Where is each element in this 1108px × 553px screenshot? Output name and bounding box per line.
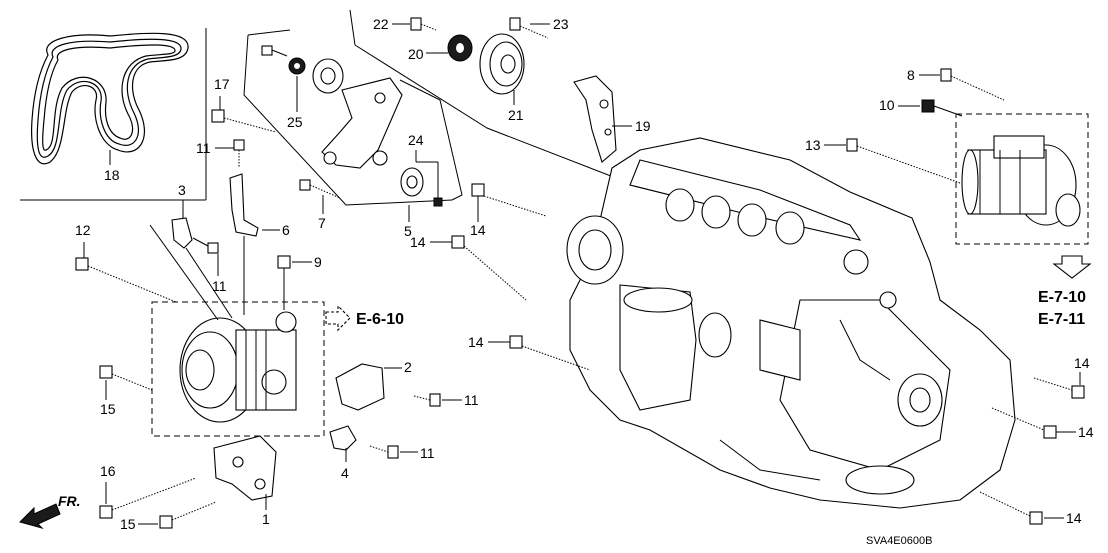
tensioner-damper-24: [400, 167, 443, 207]
bracket-6: [229, 173, 259, 237]
nut-9: [277, 255, 291, 269]
idler-pulley-25: [312, 58, 344, 94]
callout-16: 16: [100, 463, 116, 479]
callout-4: 4: [341, 465, 349, 481]
ref-e-7-10: E-7-10: [1038, 289, 1086, 306]
ref-e-6-10: E-6-10: [356, 311, 404, 328]
bracket-2: [335, 363, 385, 411]
callout-14b: 14: [410, 234, 426, 250]
callout-11a: 11: [196, 140, 211, 156]
callout-15a: 15: [100, 401, 116, 417]
starter-motor: [961, 135, 1081, 227]
callout-14e: 14: [1078, 424, 1094, 440]
callout-23: 23: [553, 16, 569, 32]
callout-14a: 14: [470, 222, 486, 238]
nut-10: [921, 99, 935, 113]
bolt-11-bracket-2: [413, 393, 441, 407]
callout-1: 1: [262, 511, 270, 527]
callout-25: 25: [287, 114, 303, 130]
callout-14f: 14: [1066, 510, 1082, 526]
callout-7: 7: [318, 215, 326, 231]
drive-belt-panel: 18: [20, 28, 207, 201]
callout-10: 10: [879, 97, 895, 113]
callout-5: 5: [404, 223, 412, 239]
callout-14d: 14: [1074, 355, 1090, 371]
front-direction-label: FR.: [58, 493, 81, 509]
callout-9: 9: [314, 254, 322, 270]
bolt-11-bracket-3: [207, 242, 219, 254]
bolt-15b: [159, 501, 217, 529]
callout-11b: 11: [212, 278, 227, 294]
bolt-16: [99, 477, 197, 519]
pulley-cover-20: [447, 34, 473, 62]
diagram-code: SVA4E0600B: [866, 535, 932, 547]
callout-11c: 11: [464, 392, 479, 408]
alternator-bracket-1: [213, 435, 277, 501]
arrow-down-icon: [1052, 255, 1092, 279]
bolt-11-bracket-4: [369, 445, 399, 459]
engine-assembly: [566, 137, 1016, 509]
tensioner-arm: [321, 77, 403, 169]
bolt-22: [410, 17, 437, 31]
callout-19: 19: [635, 118, 651, 134]
bolt-15: [99, 365, 153, 391]
engine-mount-bolts-14: 14 14 14 14 14 14: [410, 183, 1094, 526]
idler-pulley-21: [479, 33, 525, 95]
bracket-4: [329, 425, 357, 451]
callout-17: 17: [214, 76, 230, 92]
callout-3: 3: [178, 182, 186, 198]
tensioner-group: 25 24 5 7: [243, 9, 617, 239]
starter-group: 8 10 13 E-7-10 E-7-11: [805, 67, 1092, 328]
drive-belt: [31, 32, 189, 165]
bolt-12: [75, 257, 177, 303]
callout-22: 22: [373, 16, 389, 32]
bolt-13: [846, 138, 961, 184]
callout-14c: 14: [468, 334, 484, 350]
ref-e-7-11: E-7-11: [1038, 311, 1085, 328]
front-direction-arrow-icon: [19, 503, 61, 529]
bolt-23: [509, 17, 549, 39]
bolt-17: [211, 109, 277, 133]
bolt-11-bracket-6: [233, 139, 245, 168]
callout-15b: 15: [120, 516, 136, 532]
callout-18: 18: [104, 167, 120, 183]
callout-21: 21: [508, 107, 524, 123]
alternator-group: E-6-10 12 15 3 11 11 6: [75, 76, 479, 532]
bolt-7: [299, 179, 341, 199]
callout-24: 24: [408, 132, 424, 148]
arrow-right-icon: [325, 304, 351, 332]
idler-pulley-group: 22 20 21 23 19: [373, 16, 651, 163]
bolt-25: [261, 45, 288, 57]
bracket-3: [171, 217, 193, 249]
bolt-8: [940, 68, 1005, 101]
callout-11d: 11: [420, 445, 435, 461]
callout-6: 6: [282, 222, 290, 238]
callout-12: 12: [75, 222, 91, 238]
callout-2: 2: [404, 359, 412, 375]
callout-8: 8: [907, 67, 915, 83]
callout-20: 20: [408, 46, 424, 62]
alternator: [179, 311, 297, 423]
callout-13: 13: [805, 137, 821, 153]
idler-bracket-19: [573, 75, 617, 163]
